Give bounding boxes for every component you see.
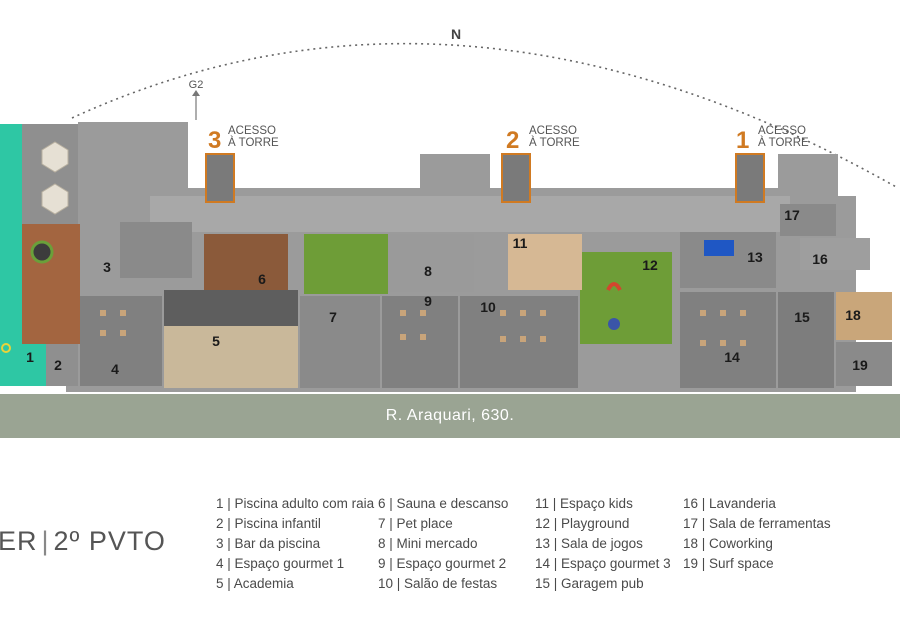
playground-slide-icon bbox=[606, 282, 622, 291]
floor-plan: N G2 bbox=[0, 26, 900, 438]
legend-item-16: 16 | Lavanderia bbox=[683, 496, 776, 511]
corridor bbox=[150, 196, 790, 232]
table-icon bbox=[30, 240, 54, 264]
north-arc bbox=[71, 42, 899, 189]
legend-column-3: 11 | Espaço kids 12 | Playground 13 | Sa… bbox=[535, 494, 671, 594]
room-number-13: 13 bbox=[747, 249, 763, 265]
gate-label: G2 bbox=[189, 79, 204, 91]
legend-item-12: 12 | Playground bbox=[535, 516, 630, 531]
room-number-12: 12 bbox=[642, 257, 658, 273]
legend-item-10: 10 | Salão de festas bbox=[378, 576, 498, 591]
legend-item-13: 13 | Sala de jogos bbox=[535, 536, 643, 551]
playground-ring-icon bbox=[608, 318, 620, 330]
room-number-19: 19 bbox=[852, 357, 868, 373]
legend-column-4: 16 | Lavanderia 17 | Sala de ferramentas… bbox=[683, 494, 831, 574]
legend-item-19: 19 | Surf space bbox=[683, 556, 774, 571]
tower-2-text2: À TORRE bbox=[529, 136, 580, 149]
tower-1-text1: ACESSO bbox=[758, 125, 806, 137]
room-number-6: 6 bbox=[258, 271, 266, 287]
room-number-2: 2 bbox=[54, 357, 62, 373]
furniture-dots bbox=[100, 310, 746, 346]
room-number-1: 1 bbox=[26, 349, 34, 365]
float-ring-icon bbox=[1, 343, 11, 353]
umbrella-group bbox=[41, 141, 69, 215]
room-number-11: 11 bbox=[513, 235, 528, 251]
legend-item-14: 14 | Espaço gourmet 3 bbox=[535, 556, 671, 571]
legend-item-5: 5 | Academia bbox=[216, 576, 294, 591]
room-number-9: 9 bbox=[424, 293, 432, 309]
room-number-15: 15 bbox=[794, 309, 810, 325]
legend-item-8: 8 | Mini mercado bbox=[378, 536, 478, 551]
room-number-14: 14 bbox=[724, 349, 740, 365]
pool-area bbox=[0, 124, 22, 386]
room-number-5: 5 bbox=[212, 333, 220, 349]
floor-name: 2º PVTO bbox=[53, 526, 166, 556]
room-number-10: 10 bbox=[480, 299, 496, 315]
legend-item-18: 18 | Coworking bbox=[683, 536, 773, 551]
room-number-7: 7 bbox=[329, 309, 337, 325]
tower-1-number: 1 bbox=[736, 127, 749, 154]
game-table-icon bbox=[704, 240, 734, 256]
tower-2-text1: ACESSO bbox=[529, 125, 577, 137]
tower-access-blocks bbox=[205, 153, 765, 203]
tower-2-number: 2 bbox=[506, 127, 519, 154]
legend-item-11: 11 | Espaço kids bbox=[535, 496, 633, 511]
legend-column-1: 1 | Piscina adulto com raia 2 | Piscina … bbox=[216, 494, 374, 594]
title-divider: | bbox=[41, 526, 50, 556]
legend-item-9: 9 | Espaço gourmet 2 bbox=[378, 556, 507, 571]
tower-1-text2: À TORRE bbox=[758, 136, 809, 149]
tower-3-text1: ACESSO bbox=[228, 125, 276, 137]
legend-item-1: 1 | Piscina adulto com raia bbox=[216, 496, 375, 511]
street-name: R. Araquari, 630. bbox=[385, 407, 515, 424]
legend-item-3: 3 | Bar da piscina bbox=[216, 536, 321, 551]
floor-prefix: ER bbox=[0, 526, 38, 556]
room-number-3: 3 bbox=[103, 259, 111, 275]
legend-column-2: 6 | Sauna e descanso 7 | Pet place 8 | M… bbox=[378, 494, 508, 594]
room-blocks bbox=[80, 204, 892, 388]
legend-item-17: 17 | Sala de ferramentas bbox=[683, 516, 831, 531]
room-number-8: 8 bbox=[424, 263, 432, 279]
arrow-head-icon bbox=[192, 90, 200, 96]
legend-item-7: 7 | Pet place bbox=[378, 516, 453, 531]
pool-bar-deck bbox=[22, 224, 80, 344]
legend-item-2: 2 | Piscina infantil bbox=[216, 516, 321, 531]
street-band bbox=[0, 394, 900, 438]
legend-item-15: 15 | Garagem pub bbox=[535, 576, 644, 591]
room-number-16: 16 bbox=[812, 251, 828, 267]
room-number-18: 18 bbox=[845, 307, 861, 323]
room-number-17: 17 bbox=[784, 207, 800, 223]
floor-title: ER|2º PVTO bbox=[0, 526, 166, 557]
tower-3-text2: À TORRE bbox=[228, 136, 279, 149]
room-number-labels: 1 2 3 4 5 6 7 8 9 10 11 12 13 14 15 16 1… bbox=[26, 207, 868, 377]
legend-item-6: 6 | Sauna e descanso bbox=[378, 496, 509, 511]
legend-item-4: 4 | Espaço gourmet 1 bbox=[216, 556, 345, 571]
north-label: N bbox=[451, 26, 461, 42]
room-number-4: 4 bbox=[111, 361, 119, 377]
tower-3-number: 3 bbox=[208, 127, 221, 154]
